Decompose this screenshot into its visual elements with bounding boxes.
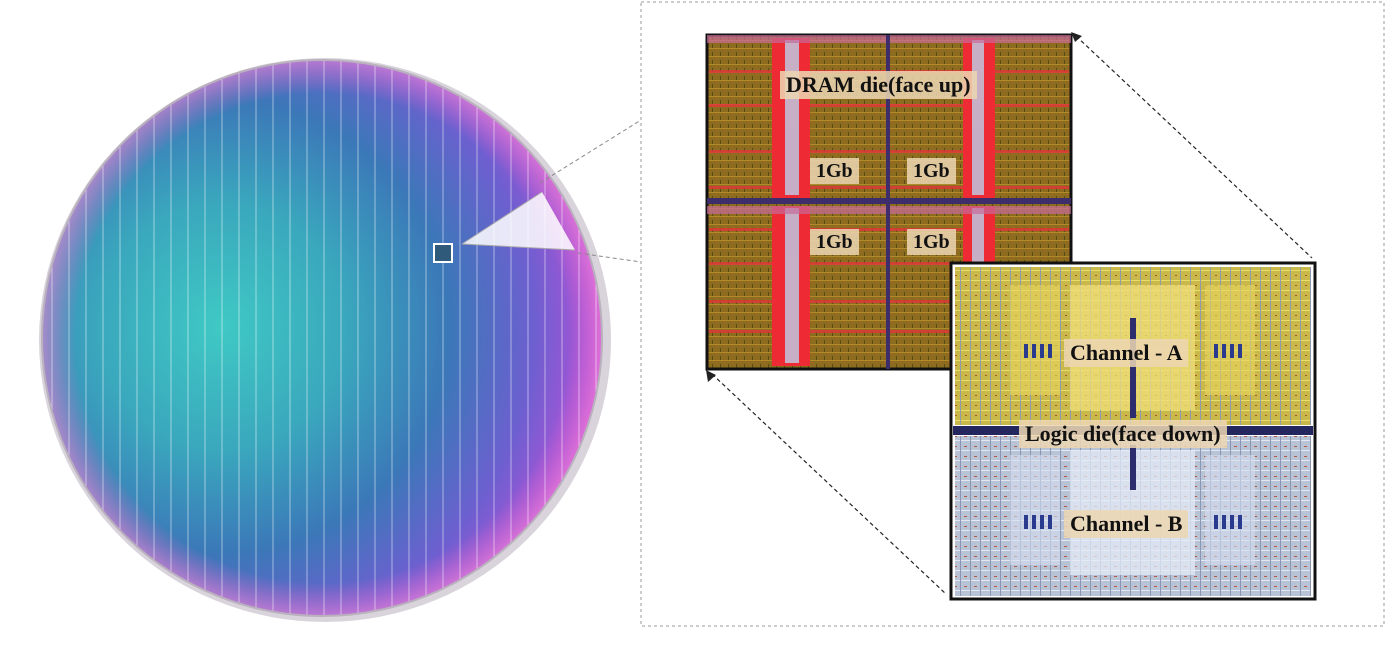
wafer	[39, 58, 611, 622]
channel-b-label: Channel - B	[1064, 510, 1189, 538]
dram-quadrant-label: 1Gb	[810, 158, 859, 184]
stack-arrows	[711, 35, 1313, 595]
zoom-callout	[433, 119, 642, 263]
dram-quadrant-label: 1Gb	[907, 229, 956, 255]
dram-quadrant-label: 1Gb	[907, 158, 956, 184]
dram-quadrant-label: 1Gb	[810, 229, 859, 255]
logic-die-label: Logic die(face down)	[1019, 420, 1227, 448]
dram-die-label: DRAM die(face up)	[780, 71, 977, 99]
channel-a-label: Channel - A	[1064, 339, 1189, 367]
selected-die-marker	[433, 243, 453, 263]
